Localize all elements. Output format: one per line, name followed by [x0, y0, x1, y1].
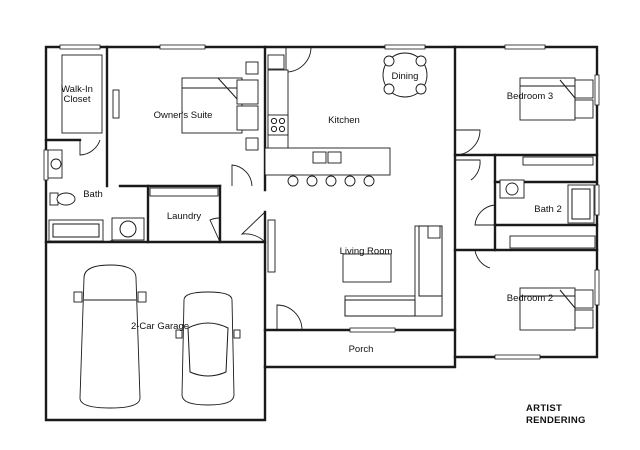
- bath-fixtures: [47, 149, 145, 242]
- toilet-icon: [56, 192, 76, 206]
- room-label-living-room: Living Room: [340, 246, 393, 257]
- car-icon: [181, 291, 235, 406]
- windows: [43, 44, 600, 360]
- tv-icon: [267, 219, 276, 273]
- chair-icon: [415, 83, 427, 95]
- owners-suite-furniture: [61, 54, 259, 151]
- room-label-owners-suite: Owner's Suite: [154, 110, 213, 121]
- chair-icon: [383, 83, 395, 95]
- note-line-1: ARTIST: [526, 403, 562, 414]
- room-label-kitchen: Kitchen: [328, 115, 360, 126]
- room-labels: Walk-In Closet Owner's Suite Kitchen Din…: [61, 71, 562, 355]
- stool-icon: [287, 175, 299, 187]
- room-label-bedroom-2: Bedroom 2: [507, 293, 553, 304]
- island-icon: [264, 147, 391, 176]
- stool-icon: [325, 175, 337, 187]
- van-icon: [79, 264, 141, 409]
- laundry-fixtures: [149, 187, 219, 197]
- living-room-furniture: [267, 219, 443, 317]
- dining-table-icon: [382, 52, 428, 98]
- room-label-bath-2: Bath 2: [534, 204, 561, 215]
- bath-2-fixtures: [499, 156, 596, 249]
- pillow-icon: [236, 105, 259, 131]
- coffee-table-icon: [342, 253, 392, 283]
- room-label-laundry: Laundry: [167, 211, 202, 222]
- artist-rendering-note: ARTIST RENDERING: [526, 403, 586, 426]
- stool-icon: [306, 175, 318, 187]
- bedroom-2-furniture: [519, 287, 594, 331]
- dining-furniture: [382, 52, 428, 98]
- room-label-dining: Dining: [392, 71, 419, 82]
- walls: [44, 45, 599, 422]
- room-label-walk-in-closet-1: Walk-In: [61, 84, 93, 95]
- nightstand-icon: [245, 61, 259, 75]
- pillow-icon: [236, 79, 259, 105]
- room-label-walk-in-closet-2: Closet: [64, 94, 91, 105]
- bathtub-icon: [48, 219, 104, 242]
- nightstand-icon: [245, 137, 259, 151]
- stool-icon: [363, 175, 375, 187]
- room-label-garage: 2-Car Garage: [131, 321, 189, 332]
- stool-icon: [344, 175, 356, 187]
- garage-vehicles: [73, 264, 241, 409]
- chair-icon: [415, 55, 427, 67]
- bedroom-3-furniture: [519, 77, 594, 121]
- shower-icon: [111, 217, 145, 241]
- countertop-icon: [267, 69, 289, 156]
- fridge-icon: [267, 54, 285, 70]
- kitchen-fixtures: [264, 54, 391, 187]
- room-label-bedroom-3: Bedroom 3: [507, 91, 553, 102]
- sink-icon: [50, 158, 62, 170]
- chair-icon: [383, 55, 395, 67]
- sink-icon: [312, 151, 327, 164]
- room-label-porch: Porch: [349, 344, 374, 355]
- room-label-bath: Bath: [83, 189, 103, 200]
- stove-icon: [267, 114, 289, 136]
- sink-icon: [505, 182, 519, 196]
- note-line-2: RENDERING: [526, 415, 586, 426]
